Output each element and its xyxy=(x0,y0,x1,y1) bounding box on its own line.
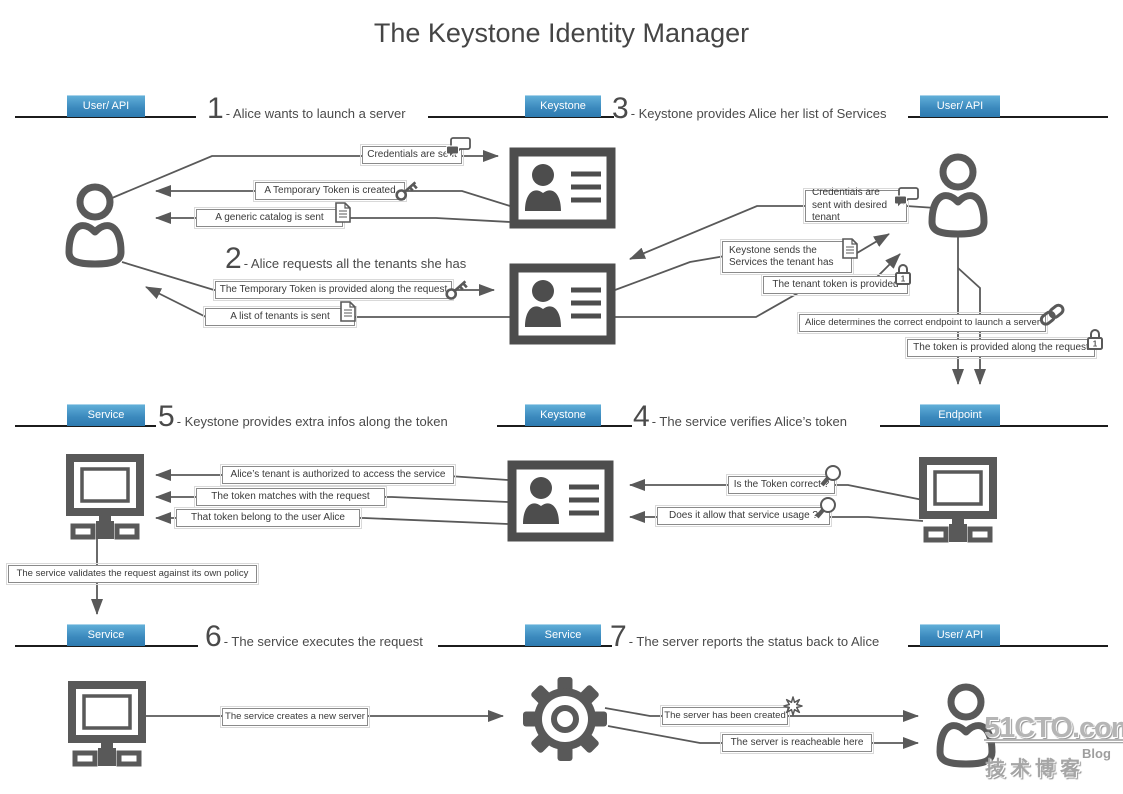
message-box: That token belong to the user Alice xyxy=(174,507,362,529)
message-box: A Temporary Token is created xyxy=(253,180,407,202)
message-box: Does it allow that service usage ? xyxy=(655,505,832,527)
message-box: The service validates the request agains… xyxy=(6,563,259,585)
watermark-sub: Blog xyxy=(1082,746,1111,761)
id-card-icon xyxy=(514,152,611,224)
message-box: The Temporary Token is provided along th… xyxy=(213,279,454,301)
message-box: The service creates a new server xyxy=(220,706,370,728)
lane-header-service: Service xyxy=(67,624,145,646)
watermark-caption: 技术博客 xyxy=(985,758,1085,780)
lane-lines xyxy=(15,116,1108,647)
step-3-heading: 3- Keystone provides Alice her list of S… xyxy=(612,92,887,125)
person-icon xyxy=(932,157,984,234)
computer-icon xyxy=(70,458,140,539)
lane-header-endpoint: Endpoint xyxy=(920,404,1000,426)
step-7-heading: 7- The server reports the status back to… xyxy=(610,620,880,653)
id-card-icon xyxy=(514,268,611,340)
step-4-heading: 4- The service verifies Alice’s token xyxy=(633,400,848,433)
message-box: The server has been created xyxy=(660,705,790,727)
message-box: Keystone sends the Services the tenant h… xyxy=(720,239,854,275)
step-5-heading: 5- Keystone provides extra infos along t… xyxy=(158,400,448,433)
message-box: Alice determines the correct endpoint to… xyxy=(797,312,1048,334)
watermark-brand: 51CTO.com xyxy=(984,712,1123,744)
message-box: Credentials are sent xyxy=(360,144,464,166)
gear-icon xyxy=(523,677,607,761)
step-6-heading: 6- The service executes the request xyxy=(205,620,423,653)
message-box: The tenant token is provided xyxy=(761,274,910,296)
lane-header-user-api: User/ API xyxy=(67,95,145,117)
message-box: The token matches with the request xyxy=(194,486,387,508)
lane-header-service: Service xyxy=(67,404,145,426)
message-box: Is the Token correct ? xyxy=(726,474,837,496)
person-icon xyxy=(69,187,121,264)
message-box: The server is reacheable here xyxy=(720,732,874,754)
step-2-heading: 2- Alice requests all the tenants she ha… xyxy=(225,242,467,275)
step-1-heading: 1- Alice wants to launch a server xyxy=(207,92,406,125)
message-box: The token is provided along the request xyxy=(905,337,1097,359)
message-box: Credentials are sent with desired tenant xyxy=(803,187,909,224)
lane-header-user-api: User/ API xyxy=(920,624,1000,646)
lane-header-keystone: Keystone xyxy=(525,95,601,117)
page-title: The Keystone Identity Manager xyxy=(373,18,750,48)
id-card-icon xyxy=(512,465,609,537)
lane-header-keystone: Keystone xyxy=(525,404,601,426)
lane-header-user-api: User/ API xyxy=(920,95,1000,117)
message-box: A list of tenants is sent xyxy=(203,306,357,328)
computer-icon xyxy=(72,685,142,766)
lane-header-service: Service xyxy=(525,624,601,646)
message-box: Alice’s tenant is authorized to access t… xyxy=(220,464,456,486)
computer-icon xyxy=(923,461,993,542)
message-box: A generic catalog is sent xyxy=(194,207,345,229)
